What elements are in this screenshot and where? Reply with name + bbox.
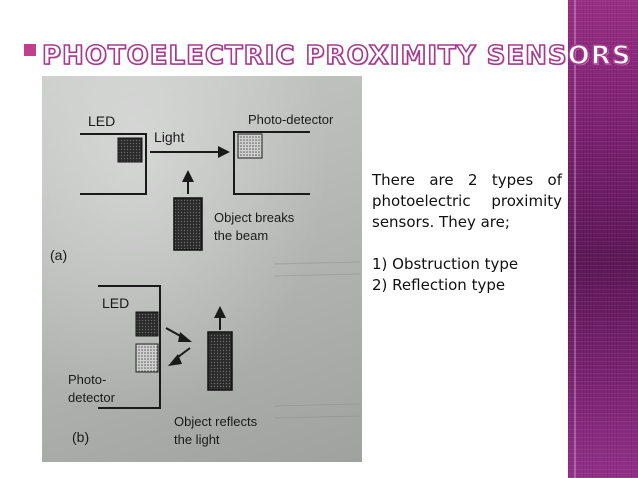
label-object-b-line1: Object reflects bbox=[174, 414, 258, 429]
led-block-b bbox=[135, 311, 159, 337]
label-panel-a: (a) bbox=[50, 247, 67, 263]
label-panel-b: (b) bbox=[72, 429, 89, 445]
side-decor-band bbox=[568, 0, 638, 478]
label-detector-b-line1: Photo- bbox=[68, 372, 106, 387]
label-led-a: LED bbox=[88, 113, 115, 129]
detector-block-a bbox=[237, 133, 263, 159]
reflect-arrowhead-b bbox=[168, 354, 182, 366]
object-block-b bbox=[207, 331, 233, 391]
slide-title: PHOTOELECTRIC PROXIMITY SENSORS bbox=[41, 40, 632, 72]
sensor-diagram-photo: LED Light Photo-detector Object breaks t… bbox=[42, 76, 362, 462]
type-item-obstruction: 1) Obstruction type bbox=[372, 255, 519, 273]
detector-housing-a bbox=[233, 131, 310, 195]
title-accent-square bbox=[24, 44, 36, 56]
housing-b bbox=[98, 285, 161, 409]
label-led-b: LED bbox=[102, 295, 129, 311]
sensor-diagram: LED Light Photo-detector Object breaks t… bbox=[50, 112, 361, 447]
label-object-a-line1: Object breaks bbox=[214, 210, 295, 225]
type-item-reflection: 2) Reflection type bbox=[372, 276, 506, 294]
light-arrowhead-a bbox=[218, 146, 230, 158]
object-arrowhead-a bbox=[182, 170, 194, 182]
emit-arrowhead-b bbox=[178, 332, 192, 342]
led-block-a bbox=[117, 137, 143, 163]
label-detector-b-line2: detector bbox=[68, 390, 116, 405]
detector-block-b bbox=[135, 343, 159, 373]
label-object-b-line2: the light bbox=[174, 432, 220, 447]
slide-body: There are 2 types of photoelectric proxi… bbox=[372, 170, 562, 296]
label-detector-a: Photo-detector bbox=[248, 112, 334, 127]
led-housing-a bbox=[80, 133, 147, 195]
intro-paragraph: There are 2 types of photoelectric proxi… bbox=[372, 171, 562, 231]
label-object-a-line2: the beam bbox=[214, 228, 268, 243]
object-block-a bbox=[173, 197, 203, 251]
object-arrowhead-b bbox=[214, 306, 226, 318]
label-light-a: Light bbox=[154, 129, 184, 145]
